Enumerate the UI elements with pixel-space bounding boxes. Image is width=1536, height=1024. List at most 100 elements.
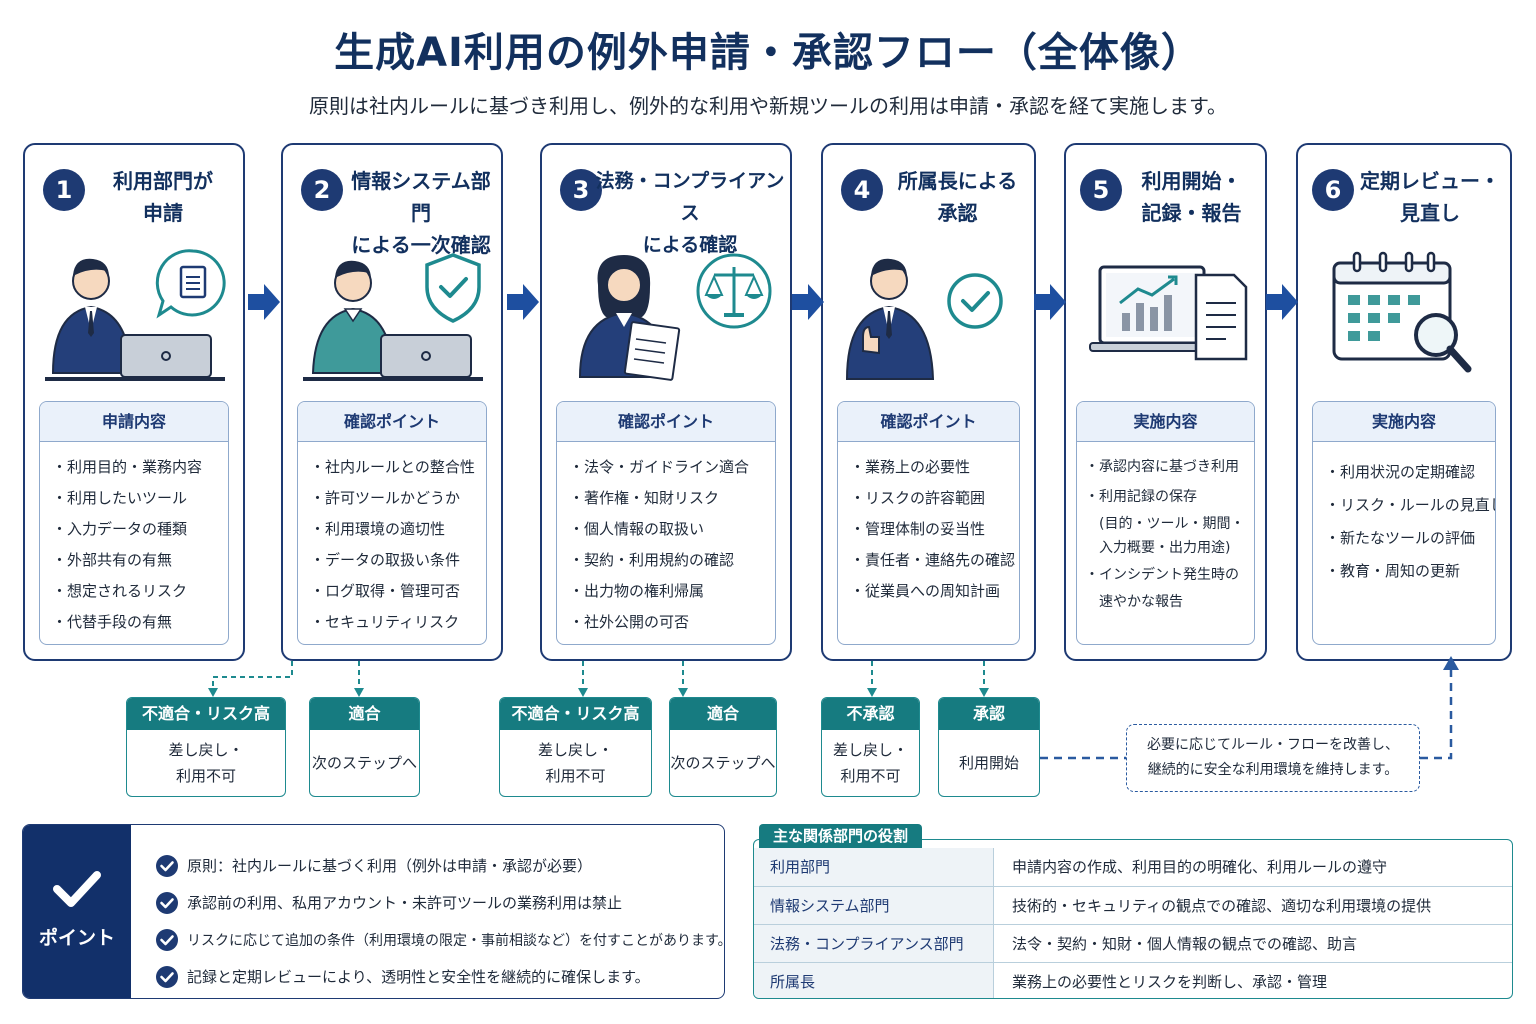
table-row: 利用部門 申請内容の作成、利用目的の明確化、利用ルールの遵守 [754, 848, 1512, 886]
list-item: ・著作権・知財リスク [569, 489, 720, 507]
list-item: ・従業員への周知計画 [850, 582, 1001, 600]
outcome-box-reject: 不適合・リスク高 差し戻し・利用不可 [499, 697, 652, 797]
step-number: 6 [1312, 169, 1354, 211]
list-item: ・個人情報の取扱い [569, 520, 705, 538]
check-mark-icon [53, 871, 101, 907]
check-circle-icon [156, 891, 178, 914]
check-circle-icon [156, 928, 178, 951]
outcome-box-reject: 不承認 差し戻し・利用不可 [821, 697, 920, 797]
scales-icon [696, 253, 772, 329]
list-item: ・代替手段の有無 [52, 613, 173, 631]
step-4-illustration [833, 241, 1024, 391]
list-item: ・業務上の必要性 [850, 458, 971, 476]
step-title: 法務・コンプライアンスによる確認 [595, 170, 785, 256]
list-item: ・社外公開の可否 [569, 613, 690, 631]
chart-laptop-icon [1089, 265, 1215, 352]
outcome-label: 不適合・リスク高 [127, 698, 285, 730]
flow-arrow-icon [1266, 284, 1298, 320]
outcome-text: 利用不可 [840, 767, 901, 785]
list-item: ・利用環境の適切性 [310, 520, 446, 538]
points-box: ポイント 原則：社内ルールに基づく利用（例外は申請・承認が必要） 承認前の利用、… [22, 824, 725, 999]
point-item: 記録と定期レビューにより、透明性と安全性を継続的に確保します。 [155, 958, 718, 995]
list-item: ・利用状況の定期確認 [1325, 463, 1476, 481]
step-6-card: 6 定期レビュー・見直し 実施内容 ・利用状況の定期確認 [1296, 143, 1512, 661]
step-title: 利用部門が申請 [113, 169, 213, 225]
step-panel: 実施内容 ・利用状況の定期確認 ・リスク・ルールの見直し ・新たなツールの評価 … [1312, 401, 1496, 645]
list-item: ・外部共有の有無 [52, 551, 173, 569]
step-2-card: 2 情報システム部門による一次確認 確認ポイント ・社内ルールとの整合性 ・許可… [281, 143, 503, 661]
outcome-text: 差し戻し・ [168, 741, 244, 759]
list-item: ・利用目的・業務内容 [52, 458, 203, 476]
list-item: ・インシデント発生時の [1085, 567, 1239, 583]
list-item: ・責任者・連絡先の確認 [850, 551, 1016, 569]
point-text: 承認前の利用、私用アカウント・未許可ツールの業務利用は禁止 [187, 894, 623, 912]
list-item: ・法令・ガイドライン適合 [569, 458, 750, 476]
step-3-card: 3 法務・コンプライアンスによる確認 [540, 143, 792, 661]
step-4-card: 4 所属長による承認 確認ポイント ・業務上の必要性 ・リスクの許容範囲 ・管理… [821, 143, 1036, 661]
outcome-box-pass: 適合 次のステップへ [669, 697, 777, 797]
outcome-label: 承認 [939, 698, 1039, 730]
roles-section: 利用部門 申請内容の作成、利用目的の明確化、利用ルールの遵守 情報システム部門 … [753, 824, 1513, 999]
outcome-text: 差し戻し・ [537, 741, 613, 759]
role-desc: 技術的・セキュリティの観点での確認、適切な利用環境の提供 [1012, 897, 1432, 915]
list-item: ・教育・周知の更新 [1325, 562, 1461, 580]
panel-title: 確認ポイント [557, 402, 775, 442]
document-icon [1194, 273, 1248, 361]
outcome-label: 不適合・リスク高 [500, 698, 651, 730]
person-document-icon [578, 255, 681, 381]
list-item: 入力概要・出力用途) [1085, 540, 1231, 556]
point-item: リスクに応じて追加の条件（利用環境の限定・事前相談など）を付すことがあります。 [155, 921, 724, 958]
outcome-text: 次のステップへ [311, 754, 417, 772]
list-item: ・入力データの種類 [52, 520, 188, 538]
note-text: 必要に応じてルール・フローを改善し、 [1147, 737, 1399, 753]
page-title: 生成AI利用の例外申請・承認フロー（全体像） [334, 30, 1202, 76]
panel-title: 確認ポイント [838, 402, 1019, 442]
list-item: ・新たなツールの評価 [1325, 529, 1476, 547]
outcome-text: 利用不可 [175, 767, 236, 785]
step-1-card: 1 利用部門が申請 申請内容 [23, 143, 245, 661]
outcome-box-pass: 適合 次のステップへ [309, 697, 420, 797]
person-laptop-icon [303, 260, 483, 381]
step-1-illustration [35, 241, 233, 391]
outcome-text: 次のステップへ [670, 754, 776, 772]
list-item: ・想定されるリスク [52, 582, 188, 600]
step-title: 情報システム部門による一次確認 [351, 169, 491, 257]
role-dept: 所属長 [754, 963, 994, 998]
person-laptop-icon [45, 258, 225, 381]
outcome-text: 差し戻し・ [832, 741, 908, 759]
step-number: 4 [841, 169, 883, 211]
table-row: 所属長 業務上の必要性とリスクを判断し、承認・管理 [754, 962, 1512, 998]
note-text: 継続的に安全な利用環境を維持します。 [1147, 762, 1399, 778]
roles-title: 主な関係部門の役割 [759, 824, 923, 848]
list-item: ・承認内容に基づき利用 [1085, 459, 1239, 475]
shield-check-icon [425, 253, 481, 323]
role-desc: 法令・契約・知財・個人情報の観点での確認、助言 [1012, 935, 1358, 953]
role-desc: 申請内容の作成、利用目的の明確化、利用ルールの遵守 [1012, 858, 1388, 876]
step-panel: 確認ポイント ・法令・ガイドライン適合 ・著作権・知財リスク ・個人情報の取扱い… [556, 401, 776, 645]
step-panel: 確認ポイント ・社内ルールとの整合性 ・許可ツールかどうか ・利用環境の適切性 … [297, 401, 487, 645]
step-5-illustration [1076, 241, 1255, 391]
role-dept: 利用部門 [754, 848, 994, 886]
step-number: 3 [560, 169, 602, 211]
panel-title: 申請内容 [40, 402, 228, 442]
step-title: 利用開始・記録・報告 [1141, 169, 1242, 225]
step-panel: 確認ポイント ・業務上の必要性 ・リスクの許容範囲 ・管理体制の妥当性 ・責任者… [837, 401, 1020, 645]
point-text: 原則：社内ルールに基づく利用（例外は申請・承認が必要） [187, 857, 593, 875]
list-item: ・許可ツールかどうか [310, 489, 461, 507]
step-panel: 実施内容 ・承認内容に基づき利用 ・利用記録の保存 (目的・ツール・期間・ 入力… [1076, 401, 1255, 645]
panel-title: 確認ポイント [298, 402, 486, 442]
outcome-label: 適合 [670, 698, 776, 730]
step-6-illustration [1308, 241, 1500, 391]
outcome-text: 利用開始 [958, 754, 1019, 772]
outcome-label: 適合 [310, 698, 419, 730]
check-circle-icon [947, 273, 1003, 329]
list-item: ・管理体制の妥当性 [850, 520, 986, 538]
list-item: ・契約・利用規約の確認 [569, 551, 735, 569]
step-number: 2 [301, 169, 343, 211]
person-thumbs-up-icon [845, 258, 935, 380]
calendar-search-icon [1332, 251, 1472, 373]
role-desc: 業務上の必要性とリスクを判断し、承認・管理 [1012, 973, 1328, 991]
check-circle-icon [156, 965, 178, 988]
list-item: ・リスクの許容範囲 [850, 489, 986, 507]
